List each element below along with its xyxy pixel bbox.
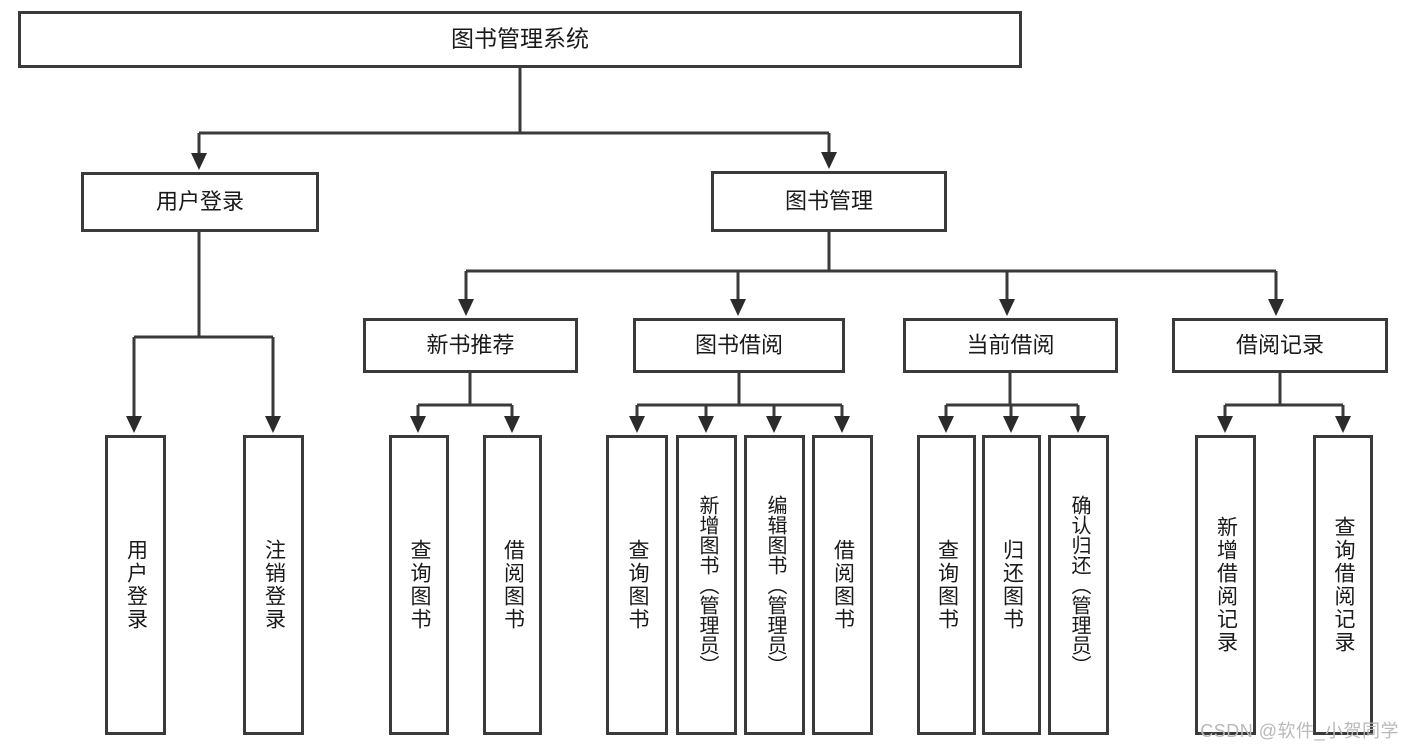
leaf-node-label: 查询图书 [408,539,432,631]
node-level2-0-label: 新书推荐 [426,332,514,357]
node-level2-1-label: 图书借阅 [695,332,783,357]
mgmt-branch-2-arrowhead [999,299,1015,316]
node-root-图书管理系统-label: 图书管理系统 [451,26,589,52]
leaf-node-8[interactable]: 查询图书 [917,435,976,735]
leaf-node-label: 查询图书 [935,539,959,631]
login-branch-1-arrowhead [265,416,281,433]
node-root-图书管理系统[interactable]: 图书管理系统 [18,11,1022,68]
leaf-node-label: 查询借阅记录 [1332,516,1356,654]
leaf-node-2[interactable]: 查询图书 [389,435,449,735]
leaf-node-label: 新增借阅记录 [1214,516,1238,654]
group-3-branch-1-arrowhead [1335,416,1351,433]
leaf-node-5[interactable]: 新增图书（管理员） [676,435,737,735]
leaf-node-label: 借阅图书 [501,539,525,631]
node-level1-1-label: 图书管理 [785,188,873,213]
connector-layer [126,68,1351,433]
leaf-node-label: 新增图书（管理员） [696,495,718,675]
mgmt-branch-3-arrowhead [1268,299,1284,316]
leaf-node-7[interactable]: 借阅图书 [812,435,873,735]
leaf-node-1[interactable]: 注销登录 [243,435,304,735]
leaf-node-4[interactable]: 查询图书 [606,435,668,735]
group-2-branch-1-arrowhead [1003,416,1019,433]
leaf-node-11[interactable]: 新增借阅记录 [1195,435,1256,735]
group-0-branch-1-arrowhead [504,416,520,433]
node-level2-0-rect [363,318,578,373]
leaf-node-label: 归还图书 [1000,539,1024,631]
group-1-branch-0-arrowhead [629,416,645,433]
group-3-branch-0-arrowhead [1217,416,1233,433]
leaf-node-label: 确认归还（管理员） [1068,495,1090,675]
node-level2-2[interactable]: 当前借阅 [903,318,1118,373]
login-branch-0-arrowhead [126,416,142,433]
leaf-node-label: 注销登录 [262,539,286,631]
node-level1-1[interactable]: 图书管理 [711,171,947,232]
node-level1-0-rect [81,172,319,232]
leaf-node-label: 查询图书 [626,539,650,631]
leaf-node-3[interactable]: 借阅图书 [483,435,542,735]
leaf-node-0[interactable]: 用户登录 [105,435,166,735]
mgmt-branch-0-arrowhead [458,299,474,316]
group-1-branch-1-arrowhead [698,416,714,433]
node-level1-0[interactable]: 用户登录 [81,172,319,232]
node-level2-0[interactable]: 新书推荐 [363,318,578,373]
node-level2-3-rect [1172,318,1388,373]
node-level2-1[interactable]: 图书借阅 [633,318,845,373]
node-level2-1-rect [633,318,845,373]
leaf-node-label: 借阅图书 [831,539,855,631]
node-root-图书管理系统-rect [18,11,1022,68]
leaf-node-12[interactable]: 查询借阅记录 [1313,435,1373,735]
mgmt-branch-1-arrowhead [730,299,746,316]
leaf-node-10[interactable]: 确认归还（管理员） [1048,435,1109,735]
group-1-branch-2-arrowhead [766,416,782,433]
node-level2-2-rect [903,318,1118,373]
leaf-node-6[interactable]: 编辑图书（管理员） [744,435,805,735]
leaf-node-label: 编辑图书（管理员） [764,495,786,675]
group-0-branch-0-arrowhead [410,416,426,433]
leaf-node-9[interactable]: 归还图书 [982,435,1041,735]
root-branch-0-arrowhead [191,153,207,170]
group-2-branch-2-arrowhead [1070,416,1086,433]
group-2-branch-0-arrowhead [938,416,954,433]
node-level1-0-label: 用户登录 [156,189,244,214]
node-level2-2-label: 当前借阅 [966,332,1054,357]
root-branch-1-arrowhead [821,152,837,169]
node-level2-3-label: 借阅记录 [1236,332,1324,357]
node-level1-1-rect [711,171,947,232]
group-1-branch-3-arrowhead [834,416,850,433]
leaf-node-label: 用户登录 [124,539,148,631]
node-level2-3[interactable]: 借阅记录 [1172,318,1388,373]
